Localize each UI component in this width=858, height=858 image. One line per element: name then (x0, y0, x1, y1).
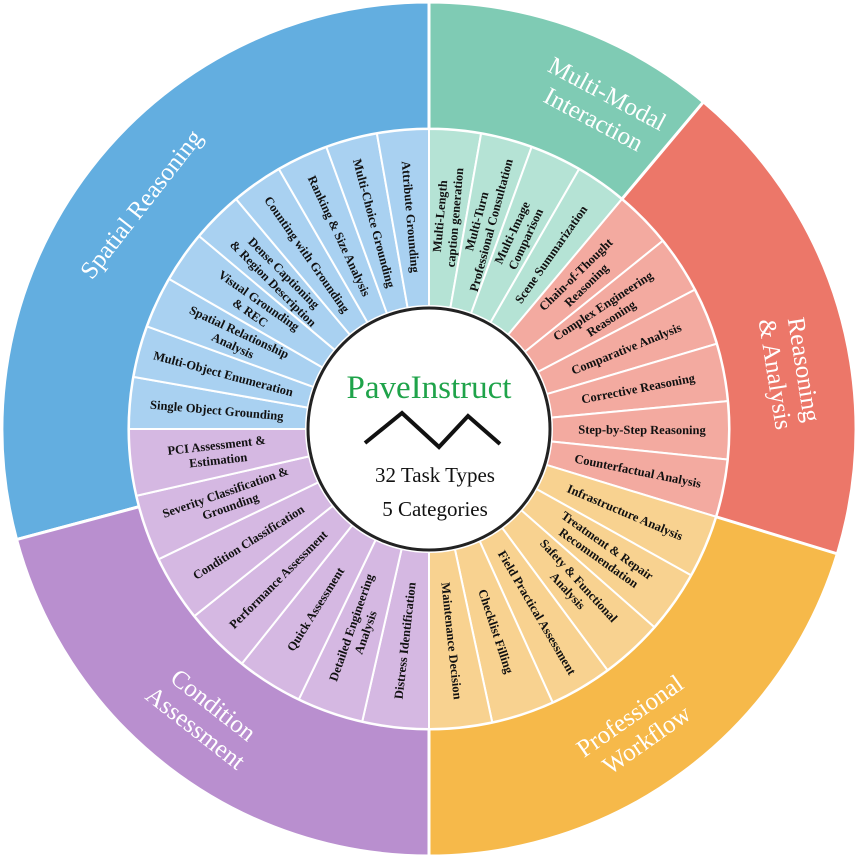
task-label-line: Step-by-Step Reasoning (578, 423, 706, 438)
categories-count: 5 Categories (382, 497, 488, 521)
pavement-crack-icon (363, 410, 502, 450)
task-label-line: Multi-Length (430, 180, 450, 253)
center-circle (306, 306, 552, 552)
task-ring (127, 127, 730, 731)
center-title: PaveInstruct (347, 370, 512, 406)
task-label-line: Estimation (188, 450, 248, 470)
task-label: Step-by-Step Reasoning (578, 423, 706, 438)
task-types-count: 32 Task Types (375, 463, 495, 487)
task-wedge (127, 428, 311, 497)
